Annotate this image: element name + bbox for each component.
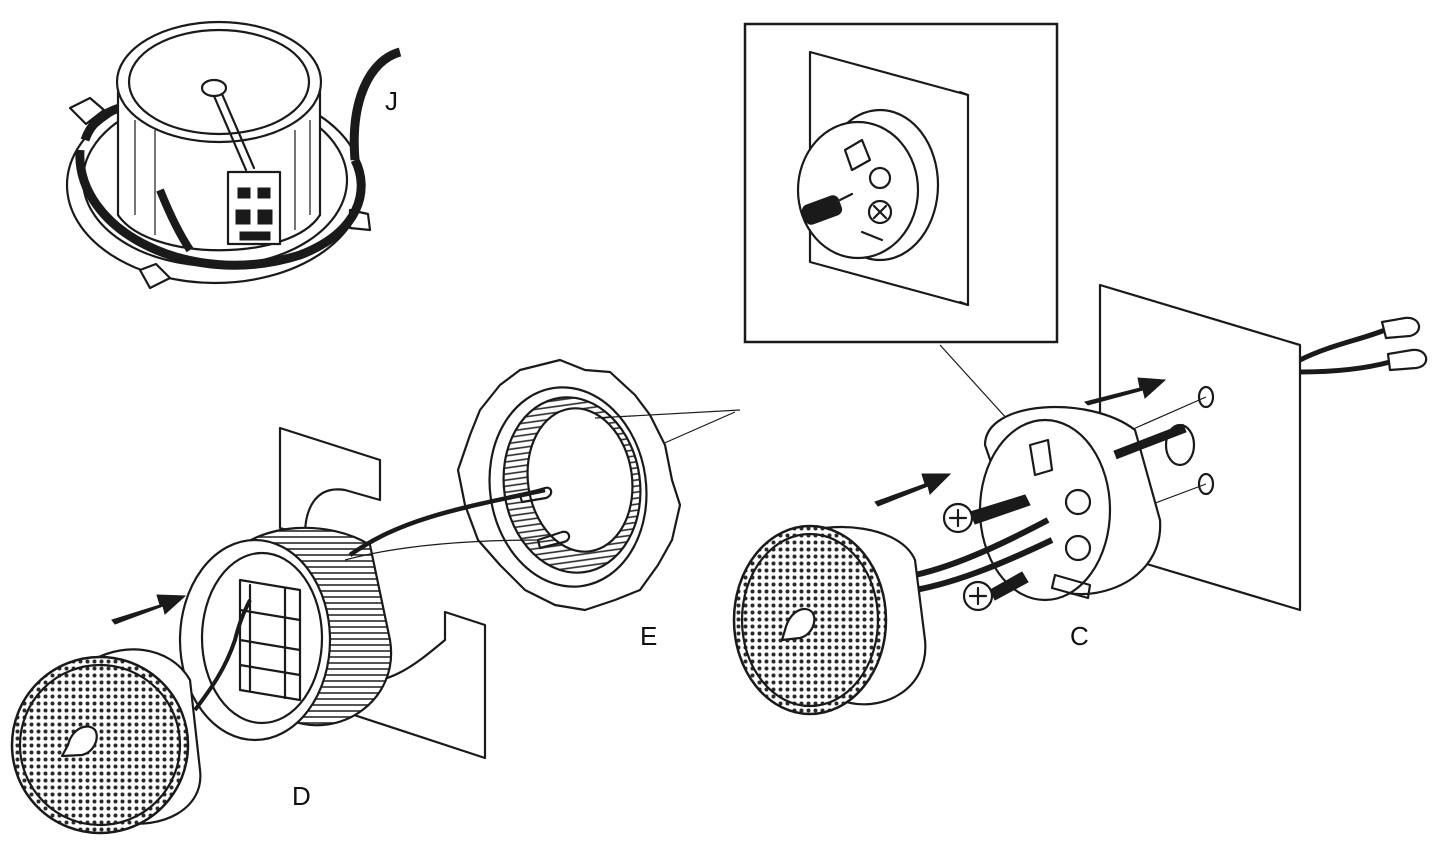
lock-ring-e: E [456, 358, 741, 651]
assembly-c: C [732, 283, 1428, 716]
label-c: C [1070, 621, 1089, 651]
screw-icon [962, 571, 1029, 612]
label-j: J [385, 86, 398, 116]
inset-detail-box [743, 22, 1059, 344]
wire-terminal-icon [1380, 316, 1428, 372]
arrow-right-icon [874, 473, 952, 507]
label-e: E [640, 621, 657, 651]
label-d: D [292, 781, 311, 811]
arrow-right-icon [1084, 377, 1167, 406]
speaker-unit-j: J [65, 20, 402, 290]
assembly-d: D [10, 426, 546, 835]
arrow-right-icon [111, 594, 187, 625]
screw-icon [942, 494, 1031, 534]
